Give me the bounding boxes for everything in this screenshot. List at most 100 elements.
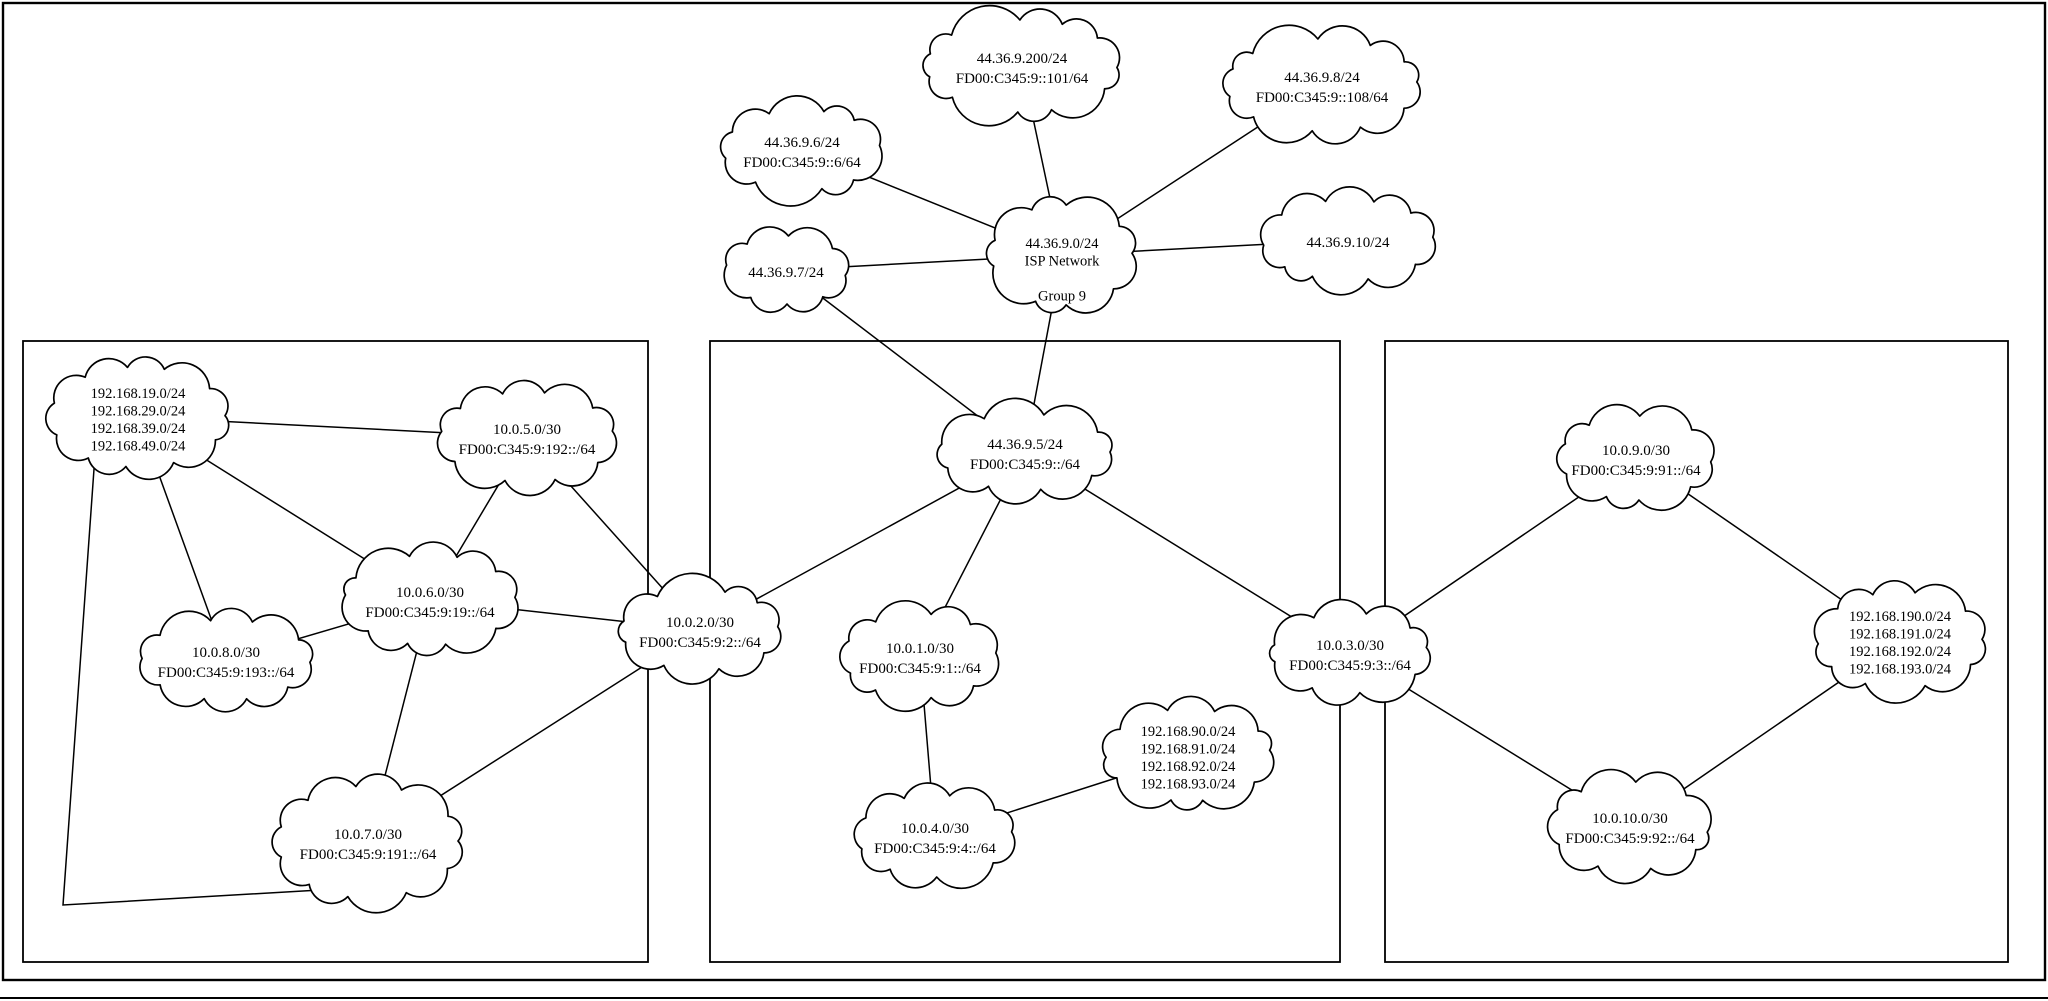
cloud-shape (617, 572, 782, 685)
cloud-shape (341, 541, 519, 657)
cloud-label-line: 192.168.29.0/24 (91, 403, 186, 419)
cloud-label-line: FD00:C345:9:19::/64 (365, 605, 495, 621)
cloud-label-line: 44.36.9.200/24 (977, 51, 1068, 67)
cloud-shape (1546, 768, 1712, 885)
diagram-border (1, 1, 2047, 982)
cloud-shape (436, 379, 618, 497)
cloud-label-line: 10.0.6.0/30 (396, 585, 464, 601)
cloud-label-line: FD00:C345:9:2::/64 (639, 635, 761, 651)
cloud-label-line: FD00:C345:9::/64 (970, 457, 1081, 473)
cloud-label-line: 192.168.49.0/24 (91, 438, 186, 454)
cloud-label-line: FD00:C345:9::108/64 (1256, 90, 1389, 106)
cloud-label-line: 192.168.91.0/24 (1141, 741, 1236, 757)
cloud-label-line: FD00:C345:9:92::/64 (1565, 831, 1695, 847)
cloud-shape (839, 600, 1000, 713)
cloud-shape (1268, 598, 1432, 706)
cloud-label-line: FD00:C345:9:1::/64 (859, 661, 981, 677)
cloud-label-line: 10.0.4.0/30 (901, 821, 969, 837)
cloud-label-line: 192.168.90.0/24 (1141, 724, 1236, 740)
cloud-shape (723, 226, 850, 314)
cloud-label-line: 44.36.9.6/24 (764, 135, 840, 151)
cloud-44-36-9-7-24[interactable]: 44.36.9.7/24 (723, 226, 850, 314)
cloud-label-line: 10.0.2.0/30 (666, 615, 734, 631)
cloud-label-line: 10.0.7.0/30 (334, 827, 402, 843)
cloud-label-line: FD00:C345:9:193::/64 (158, 665, 295, 681)
cloud-shape (1259, 185, 1437, 296)
cloud-44-36-9-10-24[interactable]: 44.36.9.10/24 (1259, 185, 1437, 296)
cloud-label: 44.36.9.7/24 (748, 265, 824, 281)
cloud-label-line: 44.36.9.10/24 (1307, 235, 1390, 251)
cloud-shape (853, 782, 1016, 890)
cloud-label-line: 10.0.10.0/30 (1592, 811, 1667, 827)
cloud-label-line: 44.36.9.7/24 (748, 265, 824, 281)
cloud-label-line: Group 9 (1038, 288, 1086, 304)
cloud-label-line: FD00:C345:9:191::/64 (300, 847, 437, 863)
cloud-label-line: 10.0.5.0/30 (493, 422, 561, 438)
cloud-label-line: FD00:C345:9:192::/64 (459, 442, 596, 458)
cloud-label-line: FD00:C345:9::6/64 (743, 155, 861, 171)
cloud-label-line: 192.168.19.0/24 (91, 386, 186, 402)
cloud-label-line: 10.0.9.0/30 (1602, 443, 1670, 459)
cloud-label-line: ISP Network (1025, 253, 1101, 269)
cloud-label: 44.36.9.10/24 (1307, 235, 1390, 251)
cloud-label-line: 10.0.3.0/30 (1316, 638, 1384, 654)
cloud-label-line: 192.168.193.0/24 (1849, 661, 1952, 677)
cloud-label-line: 10.0.8.0/30 (192, 645, 260, 661)
cloud-label-line: 44.36.9.5/24 (987, 437, 1063, 453)
cloud-shape (271, 773, 464, 914)
cloud-label-line: 192.168.92.0/24 (1141, 759, 1236, 775)
cloud-label-line: 192.168.93.0/24 (1141, 776, 1236, 792)
cloud-shape (139, 607, 314, 713)
cloud-label-line: FD00:C345:9:4::/64 (874, 841, 996, 857)
cloud-label-line: 192.168.190.0/24 (1849, 609, 1952, 625)
cloud-label-line: FD00:C345:9:3::/64 (1289, 658, 1411, 674)
cloud-label-line: 192.168.191.0/24 (1849, 626, 1952, 642)
cloud-label-line: 10.0.1.0/30 (886, 641, 954, 657)
cloud-label-line: FD00:C345:9::101/64 (956, 71, 1089, 87)
edge-c19-c7net (62, 454, 321, 906)
cloud-shape (45, 356, 230, 481)
cloud-label-line: 192.168.39.0/24 (91, 421, 186, 437)
cloud-label-line: 44.36.9.0/24 (1026, 236, 1100, 252)
cloud-shape (1555, 403, 1715, 512)
cloud-shape (1813, 579, 1987, 704)
cloud-label-line: FD00:C345:9:91::/64 (1571, 463, 1701, 479)
cloud-shape (985, 195, 1138, 314)
